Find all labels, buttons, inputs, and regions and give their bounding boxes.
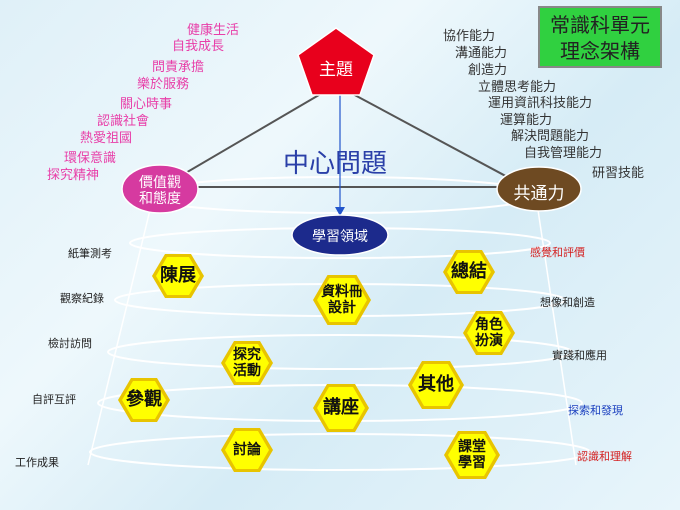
hex-discussion-label: 討論 (225, 431, 269, 469)
hex-classroom-line-1: 課堂 (458, 439, 486, 455)
value-item: 熱愛祖國 (80, 131, 133, 146)
hex-portfolio-line-1: 資料冊 (321, 284, 363, 300)
hex-classroom-label: 課堂學習 (448, 434, 496, 476)
value-item: 健康生活 (187, 23, 240, 38)
left-label-work-result: 工作成果 (15, 456, 59, 469)
value-item: 認識社會 (97, 114, 150, 129)
triangle-right-side (335, 84, 529, 189)
hex-exhibition-label: 陳展 (156, 257, 200, 295)
right-label-understand: 認識和理解 (577, 450, 632, 463)
top-node-shape (297, 27, 375, 96)
center-arrow-head (335, 207, 345, 216)
right-node-shape (496, 166, 582, 212)
left-node-line-1: 價值觀 (139, 175, 181, 191)
hex-other-label: 其他 (412, 364, 460, 406)
learning-area-label: 學習領域 (312, 229, 368, 245)
title-line-2: 理念架構 (560, 39, 640, 63)
ellipse-level-4 (107, 334, 573, 370)
central-question: 中心問題 (283, 149, 388, 179)
hex-inquiry-line-1: 探究 (233, 347, 261, 363)
value-item: 問責承擔 (152, 60, 205, 75)
funnel-right-edge (537, 209, 577, 466)
right-label-imagination: 想像和創造 (540, 296, 595, 309)
learning-area-shape (291, 214, 389, 256)
title-line-1: 常識科單元 (550, 13, 650, 37)
hex-classroom: 課堂學習 (444, 431, 500, 479)
competency-item: 自我管理能力 (524, 146, 603, 161)
left-label-peer-review: 自評互評 (32, 393, 76, 406)
hex-roleplay-line-2: 扮演 (475, 333, 503, 349)
hex-lecture: 講座 (313, 384, 369, 432)
left-label-observation: 觀察紀錄 (60, 292, 104, 305)
value-item: 自我成長 (172, 39, 225, 54)
left-label-paper-test: 紙筆測考 (68, 247, 112, 260)
hex-lecture-label: 講座 (317, 387, 365, 429)
hex-inquiry-line-2: 活動 (233, 363, 261, 379)
competency-item: 研習技能 (592, 166, 645, 181)
hex-roleplay-label: 角色扮演 (467, 314, 511, 352)
right-label-feeling: 感覺和評價 (530, 246, 585, 259)
left-node-label: 價值觀 和態度 (122, 175, 198, 207)
hex-summary-label: 總結 (447, 253, 491, 291)
left-node-shape (121, 164, 199, 214)
competency-item: 運算能力 (500, 113, 553, 128)
left-node-line-2: 和態度 (139, 191, 181, 207)
hex-other: 其他 (408, 361, 464, 409)
hex-inquiry-label: 探究活動 (225, 344, 269, 382)
funnel-left-edge (87, 209, 151, 466)
value-item: 樂於服務 (137, 77, 190, 92)
right-label-explore: 探索和發現 (568, 404, 623, 417)
right-node-label: 共通力 (513, 184, 565, 204)
competency-item: 溝通能力 (455, 46, 508, 61)
hex-visit: 參觀 (118, 378, 170, 422)
value-item: 環保意識 (64, 151, 117, 166)
right-label-practice: 實踐和應用 (552, 349, 607, 362)
hex-roleplay-line-1: 角色 (475, 317, 503, 333)
hex-exhibition: 陳展 (152, 254, 204, 298)
value-item: 探究精神 (47, 168, 100, 183)
hex-visit-label: 參觀 (122, 381, 166, 419)
hex-portfolio-label: 資料冊設計 (317, 278, 367, 322)
competency-item: 創造力 (468, 63, 508, 78)
ellipse-level-6 (89, 433, 591, 471)
competency-item: 立體思考能力 (478, 80, 557, 95)
hex-portfolio-line-2: 設計 (328, 300, 356, 316)
competency-item: 運用資訊科技能力 (488, 96, 593, 111)
competency-item: 協作能力 (443, 29, 496, 44)
left-label-interview: 檢討訪問 (48, 337, 92, 350)
value-item: 關心時事 (120, 97, 173, 112)
hex-classroom-line-2: 學習 (458, 455, 486, 471)
title-box: 常識科單元 理念架構 (538, 6, 662, 68)
competency-item: 解決問題能力 (511, 129, 590, 144)
triangle-left-side (159, 84, 337, 189)
top-node-label: 主題 (319, 60, 353, 80)
